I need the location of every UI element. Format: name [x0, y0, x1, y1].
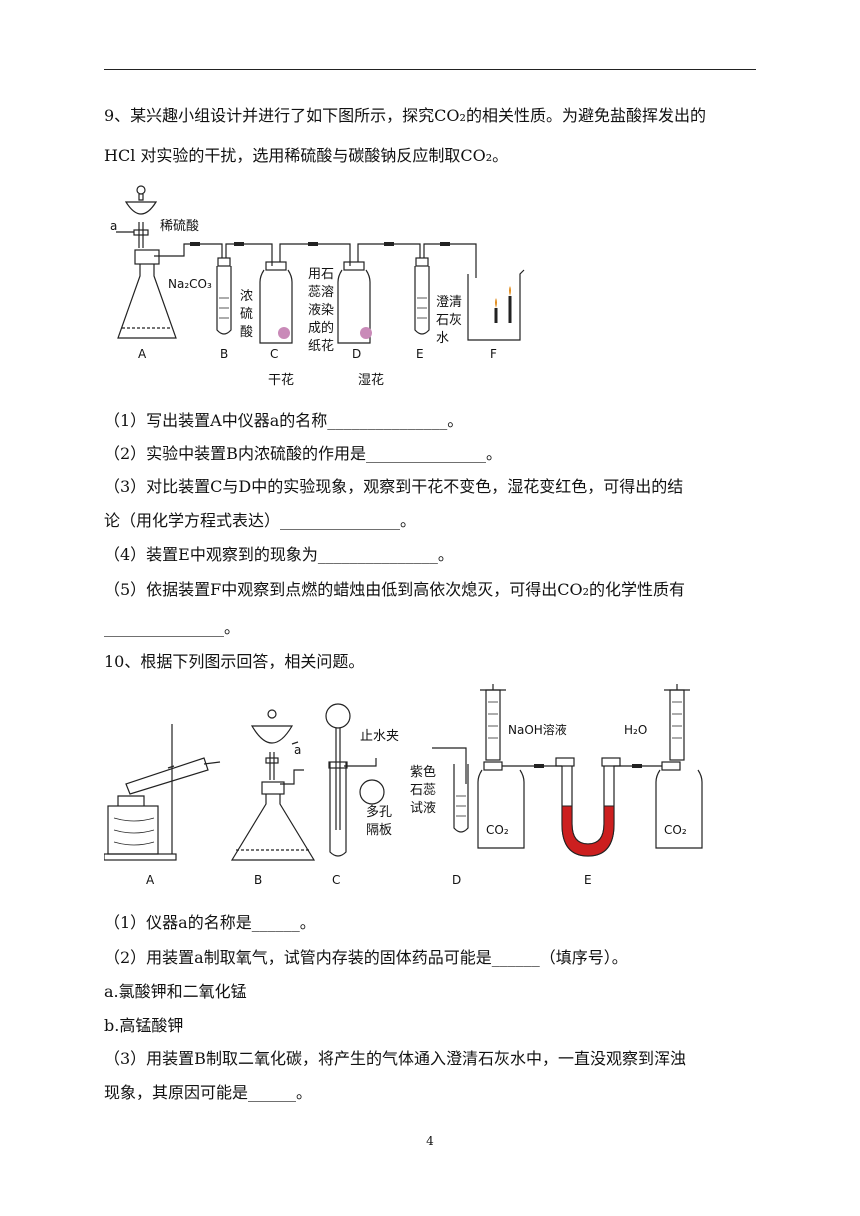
q10-label-a: a: [294, 743, 301, 757]
q10-label-litmus-2: 石蕊: [410, 783, 436, 798]
q9-letter-e: E: [416, 347, 424, 361]
q9-letter-f: F: [490, 347, 497, 361]
q10-apparatus-diagram: a 止水夹 多孔 隔板 紫色 石蕊 试液 NaOH溶液 H₂O CO₂ CO₂ …: [104, 684, 703, 887]
header-rule: [104, 69, 756, 70]
q9-label-acid: 稀硫酸: [160, 219, 199, 234]
q9-question-5-line2: _______________。: [104, 618, 241, 637]
q10-question-3-line1: （3）用装置B制取二氧化碳，将产生的气体通入澄清石灰水中，一直没观察到浑浊: [104, 1049, 686, 1068]
q9-letter-b: B: [220, 347, 228, 361]
q9-flower-note-4: 成的: [308, 320, 334, 336]
q10-label-co2-right: CO₂: [664, 823, 687, 837]
q9-letter-c: C: [270, 347, 278, 361]
q9-flower-note-5: 纸花: [308, 338, 334, 354]
q9-limewater-1: 澄清: [436, 295, 462, 310]
q9-question-3-line1: （3）对比装置C与D中的实验现象，观察到干花不变色，湿花变红色，可得出的结: [104, 477, 684, 496]
q9-label-conc-3: 酸: [240, 325, 253, 340]
q10-label-co2-left: CO₂: [486, 823, 509, 837]
q10-question-3-line2: 现象，其原因可能是______。: [104, 1083, 313, 1102]
q10-question-1: （1）仪器a的名称是______。: [104, 913, 316, 932]
q9-letter-d: D: [352, 347, 361, 361]
q10-label-plate-2: 隔板: [366, 823, 392, 838]
q10-label-litmus-3: 试液: [410, 801, 436, 816]
q10-letter-e: E: [584, 873, 592, 887]
q10-option-b: b.高锰酸钾: [104, 1016, 184, 1035]
q9-question-5-line1: （5）依据装置F中观察到点燃的蜡烛由低到高依次熄灭，可得出CO₂的化学性质有: [104, 580, 686, 599]
q10-question-2: （2）用装置a制取氧气，试管内存装的固体药品可能是______（填序号）。: [104, 948, 628, 967]
q9-flower-note-2: 蕊溶: [308, 285, 334, 300]
q10-option-a: a.氯酸钾和二氧化锰: [104, 982, 247, 1001]
q9-limewater-2: 石灰: [436, 313, 462, 328]
q9-intro-line1: 9、某兴趣小组设计并进行了如下图所示，探究CO₂的相关性质。为避免盐酸挥发出的: [104, 106, 706, 125]
q9-intro-line2: HCl 对实验的干扰，选用稀硫酸与碳酸钠反应制取CO₂。: [104, 146, 509, 165]
q9-label-dry: 干花: [268, 372, 294, 388]
q10-letter-d: D: [452, 873, 461, 887]
q10-label-plate-1: 多孔: [366, 804, 392, 820]
q9-question-4: （4）装置E中观察到的现象为_______________。: [104, 545, 454, 564]
q9-label-na2co3: Na₂CO₃: [168, 277, 212, 291]
q10-label-litmus-1: 紫色: [410, 764, 436, 780]
q9-letter-a: A: [138, 347, 147, 361]
q10-letter-c: C: [332, 873, 340, 887]
q10-letter-b: B: [254, 873, 262, 887]
q9-label-conc-1: 浓: [240, 289, 253, 304]
q9-label-wet: 湿花: [358, 372, 384, 388]
q9-label-conc-2: 硫: [240, 307, 253, 322]
q9-flower-note-3: 液染: [308, 303, 334, 318]
q10-intro: 10、根据下列图示回答，相关问题。: [104, 652, 365, 671]
q10-letter-a: A: [146, 873, 155, 887]
q10-label-clamp: 止水夹: [360, 729, 399, 744]
q9-flower-note-1: 用石: [308, 267, 334, 282]
q9-question-2: （2）实验中装置B内浓硫酸的作用是_______________。: [104, 444, 502, 463]
q9-apparatus-diagram: a 稀硫酸 Na₂CO₃ 浓 硫 酸 用石 蕊溶 液染 成的 纸花 澄清 石灰 …: [110, 185, 525, 388]
q9-limewater-3: 水: [436, 331, 449, 346]
q10-label-h2o: H₂O: [624, 723, 647, 737]
q10-label-naoh: NaOH溶液: [508, 722, 567, 737]
q9-question-3-line2: 论（用化学方程式表达）_______________。: [104, 511, 417, 530]
q9-question-1: （1）写出装置A中仪器a的名称_______________。: [104, 411, 464, 430]
page-number: 4: [426, 1134, 434, 1148]
q9-label-a: a: [110, 219, 117, 233]
